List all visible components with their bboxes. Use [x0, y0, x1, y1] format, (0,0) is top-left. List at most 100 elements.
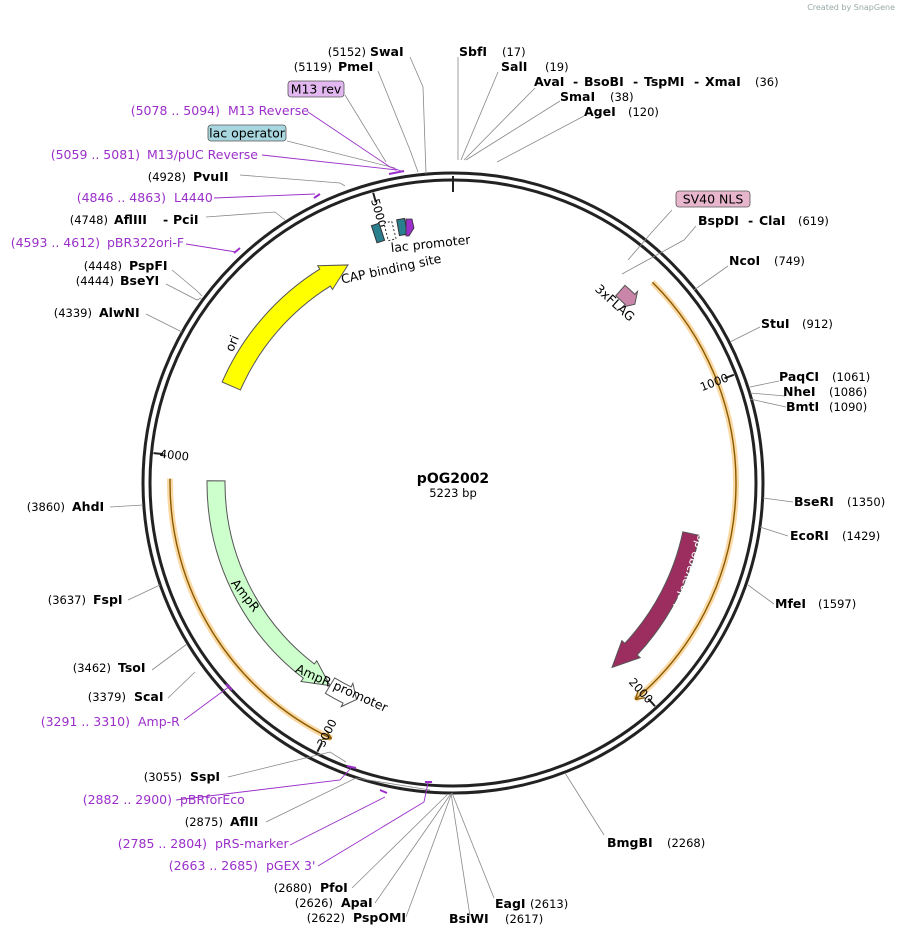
svg-text:(19): (19) [545, 60, 569, 74]
svg-text:(5152): (5152) [328, 45, 366, 59]
svg-text:M13 Reverse: M13 Reverse [228, 103, 309, 118]
plasmid-size: 5223 bp [429, 486, 477, 500]
svg-text:PspFI: PspFI [129, 258, 168, 273]
svg-text:(749): (749) [774, 254, 805, 268]
svg-text:-: - [694, 74, 699, 89]
svg-text:(4846 .. 4863): (4846 .. 4863) [77, 190, 166, 205]
label-sv40-nls: SV40 NLS [683, 192, 744, 207]
svg-text:BmtI: BmtI [786, 399, 819, 414]
svg-text:(3055): (3055) [144, 770, 182, 784]
feature-ampr-promoter [324, 677, 358, 708]
box-sv40-nls [675, 190, 751, 208]
svg-text:(3379): (3379) [88, 690, 126, 704]
svg-text:(5078 .. 5094): (5078 .. 5094) [131, 103, 220, 118]
svg-text:TspMI: TspMI [644, 74, 684, 89]
box-m13-rev [287, 80, 345, 98]
svg-text:XmaI: XmaI [705, 74, 741, 89]
svg-text:NcoI: NcoI [729, 253, 760, 268]
orf-foki [634, 281, 737, 701]
svg-text:ClaI: ClaI [759, 213, 786, 228]
svg-text:BmgBI: BmgBI [607, 835, 653, 850]
svg-text:(2663 .. 2685): (2663 .. 2685) [169, 858, 258, 873]
svg-text:(2680): (2680) [274, 881, 312, 895]
label-ori: ori [222, 333, 242, 354]
svg-text:NheI: NheI [783, 384, 816, 399]
tick-4000 [153, 452, 164, 456]
svg-text:PspOMI: PspOMI [353, 910, 406, 925]
svg-text:AflIII: AflIII [114, 212, 147, 227]
svg-text:(2613): (2613) [530, 897, 568, 911]
plasmid-name: pOG2002 [417, 471, 489, 487]
svg-text:pRS-marker: pRS-marker [215, 836, 290, 851]
svg-text:pGEX 3': pGEX 3' [266, 858, 315, 873]
orf-foki-arrowhead [634, 690, 646, 701]
svg-text:(17): (17) [502, 45, 526, 59]
feature-foki [611, 531, 701, 669]
feature-ori [221, 264, 349, 391]
primer-labels: (5078 .. 5094) M13 Reverse (5059 .. 5081… [11, 103, 316, 873]
svg-text:AhdI: AhdI [72, 499, 104, 514]
svg-text:(3291 .. 3310): (3291 .. 3310) [41, 714, 130, 729]
svg-text:(36): (36) [755, 75, 779, 89]
svg-text:BsiWI: BsiWI [449, 911, 489, 926]
svg-text:AlwNI: AlwNI [99, 305, 140, 320]
tick-label-4000: 4000 [159, 447, 190, 464]
svg-text:ApaI: ApaI [341, 895, 373, 910]
svg-text:(3860): (3860) [27, 500, 65, 514]
svg-text:(2622): (2622) [307, 911, 345, 925]
tick-5000 [372, 192, 377, 203]
tick-2000 [647, 698, 656, 707]
svg-text:(4444): (4444) [76, 274, 114, 288]
svg-text:AvaI: AvaI [534, 74, 564, 89]
box-lac-operator [207, 124, 287, 142]
enzyme-labels-left: (5152) SwaI (5119) PmeI (4928) PvuII (47… [27, 44, 406, 925]
orf-layer [167, 280, 739, 742]
svg-text:AflII: AflII [230, 814, 258, 829]
svg-text:(5059 .. 5081): (5059 .. 5081) [51, 147, 140, 162]
svg-text:(2882 .. 2900): (2882 .. 2900) [83, 792, 172, 807]
feature-3xflag [615, 284, 639, 309]
svg-text:PciI: PciI [173, 212, 199, 227]
lac-region-features [370, 217, 415, 244]
m13-rev-mark [405, 218, 415, 237]
orf-ampr-arrowhead [321, 730, 333, 741]
enzyme-leaders [109, 56, 794, 918]
svg-text:(912): (912) [802, 317, 833, 331]
svg-text:pBRforEco: pBRforEco [180, 792, 245, 807]
svg-text:MfeI: MfeI [775, 596, 806, 611]
snapgene-credit: Created by SnapGene [807, 3, 895, 12]
svg-text:SbfI: SbfI [459, 44, 487, 59]
primer-leaders [175, 111, 429, 867]
svg-text:(4448): (4448) [84, 259, 122, 273]
svg-text:Amp-R: Amp-R [138, 714, 180, 729]
svg-text:-: - [633, 74, 638, 89]
svg-text:(4748): (4748) [70, 213, 108, 227]
label-m13-rev: M13 rev [291, 82, 342, 97]
svg-text:AgeI: AgeI [584, 104, 616, 119]
svg-text:BseRI: BseRI [794, 494, 834, 509]
svg-text:(2268): (2268) [667, 836, 705, 850]
tick-1000 [724, 373, 735, 380]
svg-text:PfoI: PfoI [320, 880, 348, 895]
svg-text:SalI: SalI [501, 59, 527, 74]
svg-text:BspDI: BspDI [698, 213, 739, 228]
tick-label-1000: 1000 [698, 371, 730, 395]
svg-text:(1086): (1086) [829, 385, 867, 399]
label-lac-operator: lac operator [209, 126, 286, 141]
svg-text:BseYI: BseYI [120, 273, 159, 288]
svg-text:FspI: FspI [93, 592, 123, 607]
label-ampr-promoter: AmpR promoter [293, 661, 391, 715]
svg-text:(3637): (3637) [48, 593, 86, 607]
svg-text:(2875): (2875) [185, 815, 223, 829]
enzyme-labels-right: SbfI (17) SalI (19) AvaI - BsoBI - TspMI… [449, 44, 885, 926]
svg-text:StuI: StuI [761, 316, 790, 331]
svg-text:-: - [163, 212, 168, 227]
svg-text:pBR322ori-F: pBR322ori-F [107, 235, 184, 250]
svg-text:(4593 .. 4612): (4593 .. 4612) [11, 235, 100, 250]
svg-text:(1429): (1429) [842, 529, 880, 543]
svg-text:L4440: L4440 [174, 190, 213, 205]
svg-text:(2626): (2626) [295, 896, 333, 910]
svg-text:M13/pUC Reverse: M13/pUC Reverse [147, 147, 258, 162]
svg-text:(38): (38) [610, 90, 634, 104]
svg-text:(1350): (1350) [847, 495, 885, 509]
